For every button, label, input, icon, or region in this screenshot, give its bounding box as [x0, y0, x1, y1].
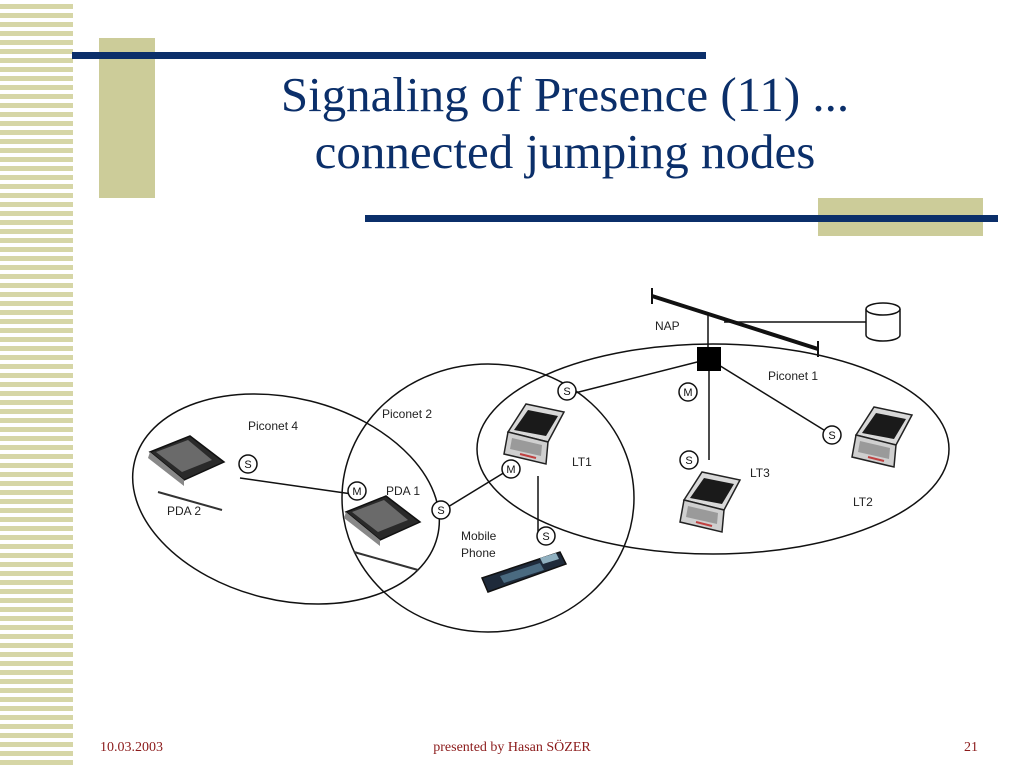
- title-line-2: connected jumping nodes: [314, 124, 816, 179]
- piconet-2-ellipse: [341, 363, 635, 633]
- piconet-4-ellipse: [131, 393, 441, 605]
- decorative-line-top: [72, 52, 706, 59]
- laptop-lt1-icon: [503, 403, 565, 465]
- slave-badge-lt2: S: [822, 425, 842, 445]
- piconet-1-label: Piconet 1: [768, 369, 818, 383]
- mobile-phone-icon: [480, 551, 568, 593]
- laptop-lt3-icon: [679, 471, 741, 533]
- lt2-label: LT2: [853, 495, 873, 509]
- svg-text:M: M: [506, 464, 515, 476]
- title-line-1: Signaling of Presence (11) ...: [280, 67, 850, 122]
- decorative-stripes: [0, 0, 73, 768]
- decorative-line-right: [365, 215, 998, 222]
- link-nap-lt2: [708, 358, 833, 436]
- mobile-label-line2: Phone: [461, 546, 496, 560]
- piconet-1-ellipse: [476, 343, 950, 555]
- nap-label: NAP: [655, 319, 680, 333]
- decorative-block-top: [99, 38, 155, 198]
- database-icon: [865, 302, 901, 342]
- pda-1-icon: [343, 495, 421, 571]
- footer-page-number: 21: [964, 740, 978, 755]
- piconet-2-label: Piconet 2: [382, 407, 432, 421]
- svg-text:M: M: [683, 387, 692, 399]
- link-pda1-pda2: [239, 477, 353, 495]
- footer-date: 10.03.2003: [100, 740, 163, 755]
- slave-badge-pda2: S: [238, 454, 258, 474]
- svg-text:S: S: [244, 459, 251, 471]
- slave-badge-pda1: S: [431, 500, 451, 520]
- svg-text:S: S: [563, 386, 570, 398]
- link-lt1-pda1: [442, 468, 511, 511]
- slave-badge-mobile: S: [536, 526, 556, 546]
- slave-badge-lt3: S: [679, 450, 699, 470]
- pda-1-label: PDA 1: [386, 484, 420, 498]
- nap-node: [697, 347, 721, 371]
- slave-badge-lt1: S: [557, 381, 577, 401]
- pda-2-icon: [147, 435, 225, 511]
- slide-title: Signaling of Presence (11) ... connected…: [160, 66, 970, 180]
- mobile-label-line1: Mobile: [461, 529, 497, 543]
- footer-presenter: presented by Hasan SÖZER: [433, 740, 591, 755]
- laptop-lt2-icon: [851, 406, 913, 468]
- lt3-label: LT3: [750, 466, 770, 480]
- piconet-4-label: Piconet 4: [248, 419, 298, 433]
- svg-text:S: S: [437, 505, 444, 517]
- lt1-label: LT1: [572, 455, 592, 469]
- svg-text:S: S: [685, 455, 692, 467]
- master-badge-lt1: M: [501, 459, 521, 479]
- link-nap-lt1: [566, 358, 710, 396]
- svg-text:S: S: [542, 531, 549, 543]
- pda-2-label: PDA 2: [167, 504, 201, 518]
- master-badge-pda1: M: [347, 481, 367, 501]
- svg-text:M: M: [352, 486, 361, 498]
- master-badge-nap: M: [678, 382, 698, 402]
- svg-text:S: S: [828, 430, 835, 442]
